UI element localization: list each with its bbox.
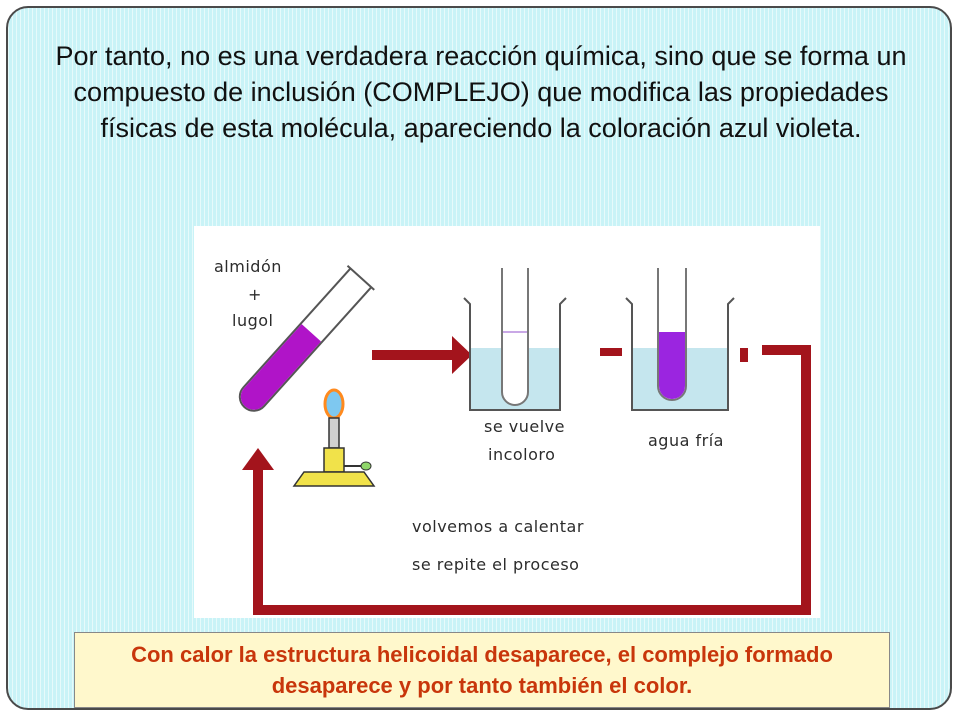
label-agua-fria: agua fría	[648, 431, 724, 450]
connector-dash	[600, 348, 622, 356]
beaker-clear	[463, 268, 567, 411]
arrow-to-beaker	[372, 336, 472, 374]
label-incoloro: incoloro	[488, 445, 555, 464]
slide: Por tanto, no es una verdadera reacción …	[6, 6, 952, 710]
label-se-vuelve: se vuelve	[484, 417, 565, 436]
burner-flame	[323, 388, 345, 420]
conclusion-note: Con calor la estructura helicoidal desap…	[74, 632, 890, 708]
label-volvemos-calentar: volvemos a calentar	[412, 517, 584, 536]
conclusion-note-text: Con calor la estructura helicoidal desap…	[131, 642, 833, 698]
bunsen-burner	[292, 388, 376, 487]
slide-main-text: Por tanto, no es una verdadera reacción …	[55, 41, 907, 143]
test-tube-clear	[501, 268, 529, 406]
label-lugol: lugol	[232, 311, 273, 330]
label-repite-proceso: se repite el proceso	[412, 555, 579, 574]
reaction-figure: almidón + lugol	[194, 226, 820, 618]
tilted-test-tube	[238, 265, 375, 412]
label-almidon: almidón	[214, 257, 282, 276]
reaction-diagram: almidón + lugol	[214, 257, 811, 615]
return-arrow	[242, 345, 811, 615]
beaker-violet	[625, 268, 735, 411]
label-plus: +	[248, 285, 262, 304]
violet-solution	[240, 324, 322, 410]
